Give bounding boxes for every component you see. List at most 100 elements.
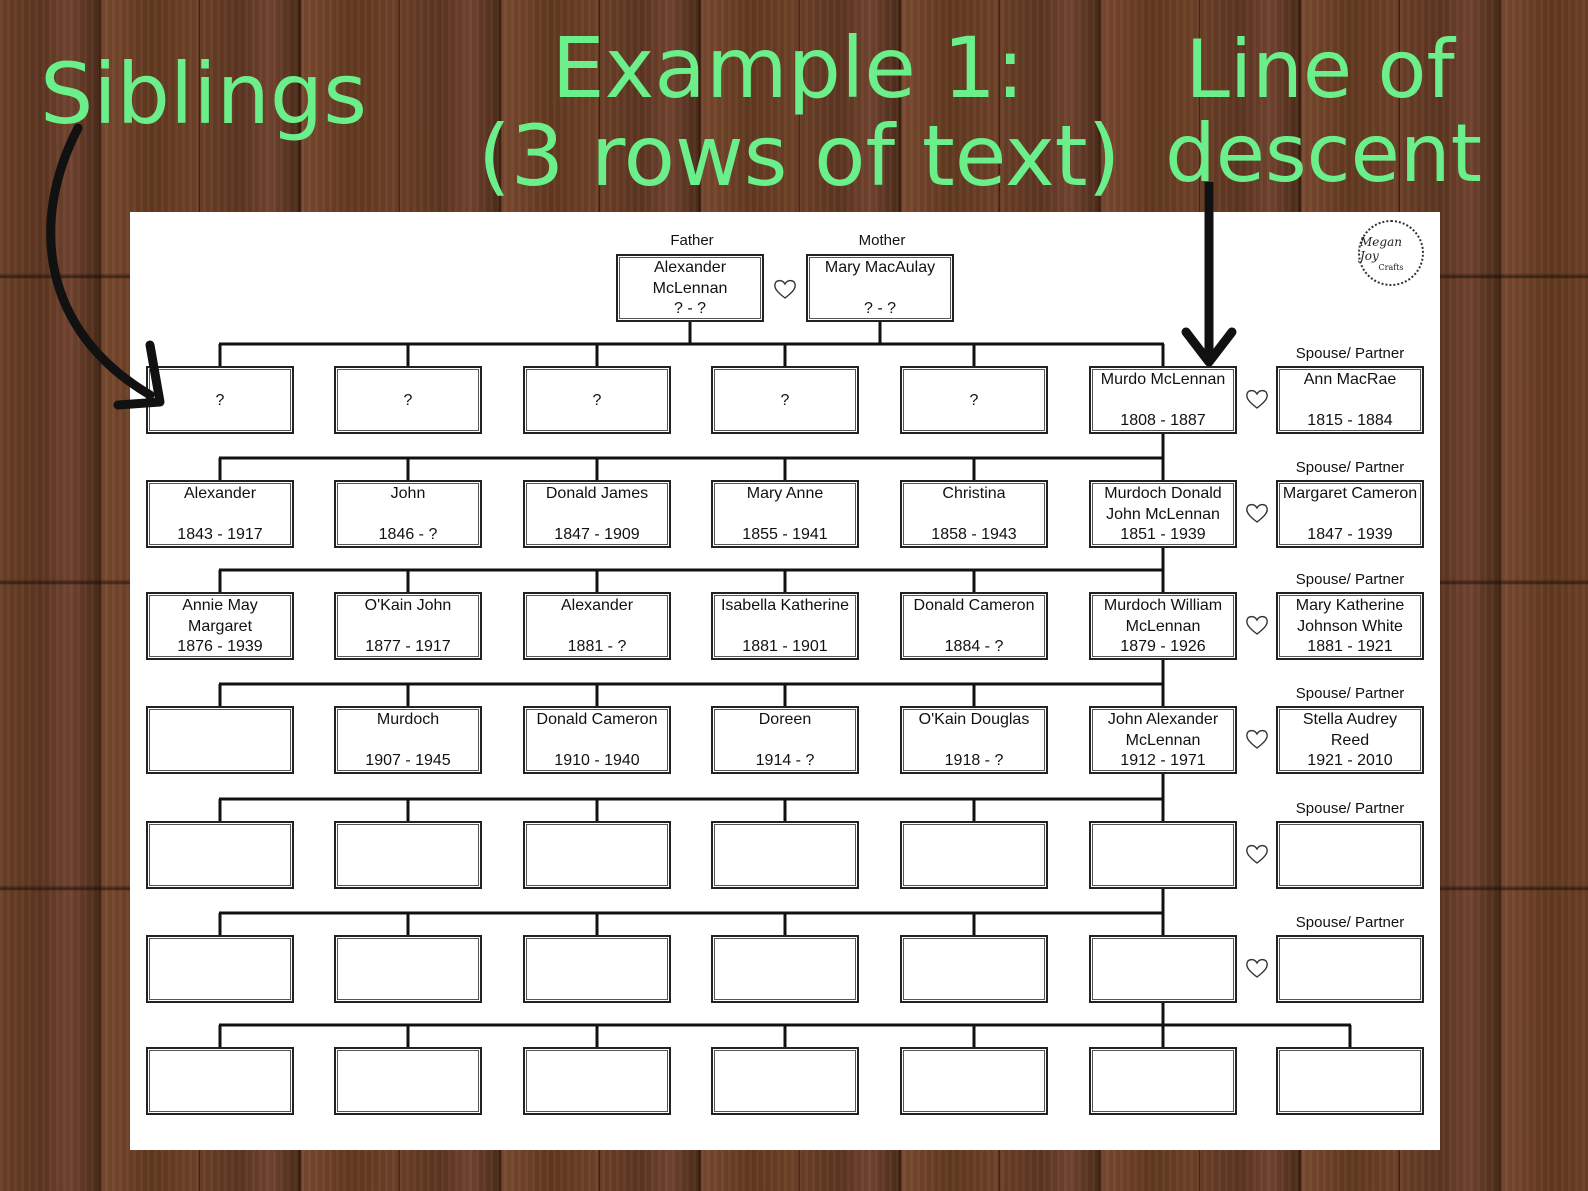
- sibling-line-3: 1884 - ?: [944, 638, 1004, 655]
- descent-line-2: [1093, 847, 1233, 865]
- sibling-line-1: [527, 940, 667, 958]
- logo-name: Megan Joy: [1360, 234, 1402, 263]
- sibling-line-1: [150, 1052, 290, 1070]
- sibling-box[interactable]: [146, 935, 294, 1003]
- sibling-box[interactable]: John 1846 - ?: [334, 480, 482, 548]
- spouse-heart-icon: [1246, 503, 1268, 523]
- sibling-line-3: [338, 981, 478, 999]
- spouse-line-2: Johnson White: [1297, 617, 1403, 635]
- spouse-partner-label: Spouse/ Partner: [1295, 459, 1405, 476]
- sibling-name: ?: [403, 391, 413, 409]
- sibling-line-1: Donald Cameron: [536, 711, 658, 728]
- sibling-box[interactable]: [146, 821, 294, 889]
- descent-line-3: [1093, 981, 1233, 999]
- sibling-line-1: Mary Anne: [746, 485, 824, 502]
- sibling-box[interactable]: [711, 1047, 859, 1115]
- sibling-box[interactable]: [900, 1047, 1048, 1115]
- sibling-box[interactable]: [900, 821, 1048, 889]
- sibling-box[interactable]: [146, 706, 294, 774]
- sibling-box[interactable]: [900, 935, 1048, 1003]
- sibling-line-3: 1846 - ?: [378, 526, 438, 543]
- sibling-box[interactable]: ?: [900, 366, 1048, 434]
- sibling-line-3: 1858 - 1943: [931, 526, 1017, 543]
- sibling-box[interactable]: [711, 821, 859, 889]
- father-line1: Alexander: [653, 259, 727, 276]
- sibling-box[interactable]: [523, 1047, 671, 1115]
- sibling-name: ?: [592, 391, 602, 409]
- sibling-line-3: 1881 - 1901: [742, 638, 828, 655]
- sibling-line-2: [904, 1073, 1044, 1091]
- sibling-box[interactable]: ?: [146, 366, 294, 434]
- sibling-line-3: 1918 - ?: [944, 752, 1004, 769]
- sibling-box[interactable]: [146, 1047, 294, 1115]
- mother-line2: [810, 280, 950, 298]
- spouse-line-2: [1280, 506, 1420, 524]
- sibling-box[interactable]: [523, 821, 671, 889]
- sibling-box[interactable]: [334, 935, 482, 1003]
- spouse-line-3: [1280, 867, 1420, 885]
- sibling-line-1: Annie May: [182, 597, 258, 614]
- sibling-box[interactable]: [523, 935, 671, 1003]
- sibling-line-2: [150, 847, 290, 865]
- sibling-line-3: 1907 - 1945: [365, 752, 451, 769]
- line-of-descent-box[interactable]: [1089, 935, 1237, 1003]
- sibling-line-3: [904, 1093, 1044, 1111]
- line-of-descent-box[interactable]: [1089, 821, 1237, 889]
- sibling-name: ?: [780, 391, 790, 409]
- sibling-line-2: [338, 506, 478, 524]
- spouse-box[interactable]: [1276, 821, 1424, 889]
- father-box[interactable]: Alexander McLennan ? - ?: [616, 254, 764, 322]
- sibling-box[interactable]: ?: [523, 366, 671, 434]
- example-heading-line2: (3 rows of text): [478, 107, 1121, 205]
- line-of-descent-box[interactable]: [1089, 1047, 1237, 1115]
- descent-heading-line1: Line of: [1185, 23, 1455, 116]
- sibling-line-1: John: [390, 485, 426, 502]
- spouse-line-3: 1847 - 1939: [1307, 526, 1393, 543]
- sibling-line-2: [527, 618, 667, 636]
- extra-sibling-box[interactable]: [1276, 1047, 1424, 1115]
- sibling-line-3: [904, 867, 1044, 885]
- sibling-line-1: [150, 711, 290, 729]
- descent-line-1: Murdoch William: [1103, 597, 1223, 614]
- descent-line-2: [1093, 1073, 1233, 1091]
- sibling-line-1: Alexander: [560, 597, 634, 614]
- descent-line-1: [1093, 1052, 1233, 1070]
- spouse-line-3: 1815 - 1884: [1307, 412, 1393, 429]
- siblings-heading: Siblings: [40, 45, 367, 143]
- sibling-box[interactable]: [334, 1047, 482, 1115]
- example-heading: Example 1: (3 rows of text): [478, 24, 1121, 205]
- sibling-line-3: [338, 1093, 478, 1111]
- sibling-box[interactable]: ?: [711, 366, 859, 434]
- spouse-box[interactable]: [1276, 935, 1424, 1003]
- spouse-heart-icon: [1246, 615, 1268, 635]
- descent-line-3: [1093, 867, 1233, 885]
- sibling-box[interactable]: [711, 935, 859, 1003]
- sibling-box[interactable]: ?: [334, 366, 482, 434]
- sibling-name: ?: [215, 391, 225, 409]
- sibling-box[interactable]: [334, 821, 482, 889]
- sibling-line-2: [338, 847, 478, 865]
- mother-box[interactable]: Mary MacAulay ? - ?: [806, 254, 954, 322]
- sibling-line-3: [715, 867, 855, 885]
